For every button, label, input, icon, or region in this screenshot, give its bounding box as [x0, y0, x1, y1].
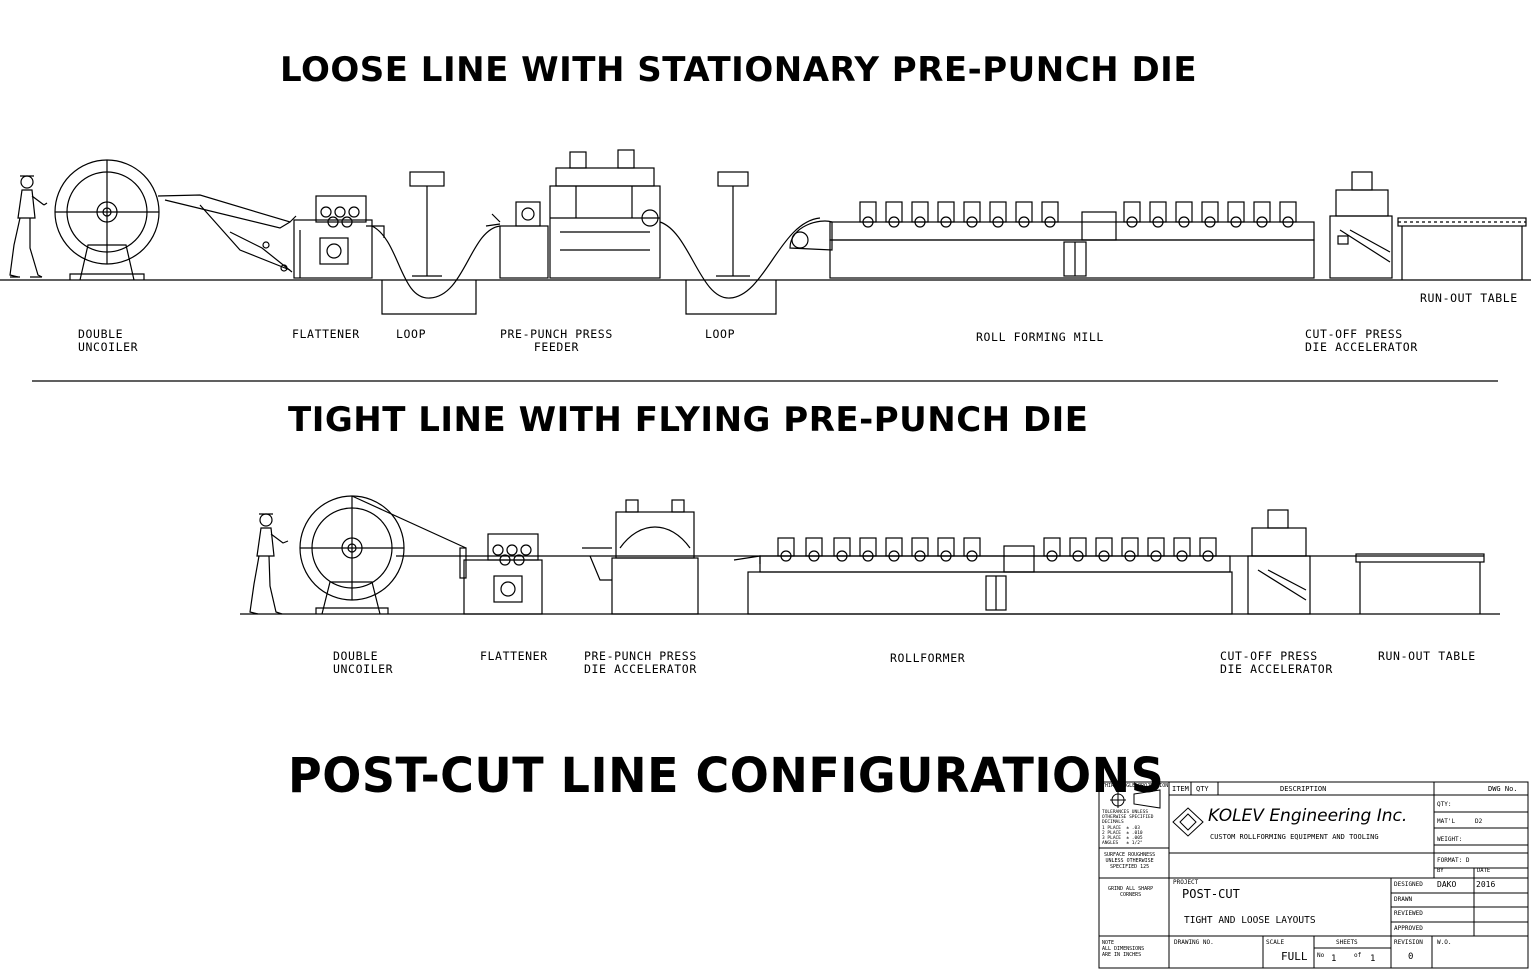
flattener-machine — [459, 533, 543, 615]
tb-item: ITEM — [1172, 785, 1189, 793]
tb-sheet-total: 1 — [1370, 954, 1376, 964]
tb-grind: GRIND ALL SHARP CORNERS — [1108, 886, 1154, 898]
tb-description: DESCRIPTION — [1280, 785, 1327, 793]
tb-qty-label: QTY: — [1437, 801, 1452, 808]
label-loop-1: LOOP — [396, 327, 427, 341]
label-prepunch-accelerator: PRE-PUNCH PRESS DIE ACCELERATOR — [584, 649, 697, 676]
tight-line-title: TIGHT LINE WITH FLYING PRE-PUNCH DIE — [288, 400, 1089, 440]
tb-revision: REVISION — [1394, 939, 1423, 946]
tb-designed-by: DAKO — [1437, 880, 1457, 889]
tb-drawing-title: TIGHT AND LOOSE LAYOUTS — [1184, 915, 1316, 926]
tb-of: of — [1354, 952, 1362, 959]
loose-line-title: LOOSE LINE WITH STATIONARY PRE-PUNCH DIE — [280, 50, 1198, 90]
title-block-frame — [1098, 781, 1529, 969]
tb-drawing-no: DRAWING NO. — [1174, 939, 1214, 946]
tb-designed: DESIGNED — [1394, 881, 1423, 888]
prepunch-press-feeder-machine — [485, 149, 661, 279]
operator-figure — [249, 513, 289, 615]
cutoff-press-machine — [1247, 509, 1311, 615]
tb-note: NOTE ALL DIMENSIONS ARE IN INCHES — [1102, 940, 1145, 958]
tb-designed-date: 2016 — [1476, 880, 1496, 889]
tb-wo: W.O. — [1437, 939, 1452, 946]
operator-figure — [9, 175, 48, 278]
label-double-uncoiler-tight: DOUBLE UNCOILER — [333, 649, 394, 676]
roll-forming-mill-machine — [789, 201, 1315, 279]
tb-revision-value: 0 — [1408, 952, 1414, 962]
tb-format: FORMAT: D — [1437, 857, 1470, 864]
label-cutoff-tight: CUT-OFF PRESS DIE ACCELERATOR — [1220, 649, 1333, 676]
cutoff-press-machine — [1329, 171, 1393, 279]
runout-table — [1355, 553, 1485, 614]
label-prepunch-feeder: PRE-PUNCH PRESS FEEDER — [500, 327, 613, 354]
tb-no: No — [1317, 952, 1325, 959]
mill-stands — [859, 201, 1297, 228]
rollformer-stands — [777, 537, 1217, 562]
tb-scale-value: FULL — [1281, 950, 1308, 963]
label-rollformer: ROLLFORMER — [890, 651, 966, 665]
tb-project-label: PROJECT — [1173, 879, 1199, 886]
label-flattener-tight: FLATTENER — [480, 649, 548, 663]
prepunch-press-accelerator-machine — [582, 499, 699, 615]
tb-company-name: KOLEV Engineering Inc. — [1208, 806, 1408, 826]
label-flattener-loose: FLATTENER — [292, 327, 360, 341]
label-roll-forming-mill: ROLL FORMING MILL — [976, 330, 1104, 344]
rollformer-machine — [733, 537, 1233, 615]
tb-sheet-no: 1 — [1331, 954, 1337, 964]
tb-scale: SCALE — [1266, 939, 1285, 946]
label-loop-2: LOOP — [705, 327, 736, 341]
label-cutoff-loose: CUT-OFF PRESS DIE ACCELERATOR — [1305, 327, 1418, 354]
loop-pit-1 — [371, 171, 501, 315]
tb-sheets: SHEETS — [1336, 939, 1358, 946]
tb-tolerances: TOLERANCES UNLESS OTHERWISE SPECIFIED DE… — [1102, 810, 1154, 847]
tb-surface: SURFACE ROUGHNESS UNLESS OTHERWISE SPECI… — [1104, 852, 1156, 870]
loose-line — [0, 149, 1531, 315]
double-uncoiler-machine — [54, 159, 160, 281]
double-uncoiler-machine — [299, 495, 467, 615]
label-runout-loose: RUN-OUT TABLE — [1420, 291, 1518, 305]
kolev-logo-mark — [1172, 807, 1204, 837]
tb-dwg-no: DWG No. — [1488, 785, 1518, 793]
tb-by: BY — [1437, 868, 1444, 874]
runout-table — [1397, 217, 1527, 280]
label-double-uncoiler-loose: DOUBLE UNCOILER — [78, 327, 139, 354]
tb-drawn: DRAWN — [1394, 896, 1413, 903]
tb-tagline: CUSTOM ROLLFORMING EQUIPMENT AND TOOLING — [1210, 833, 1379, 841]
tb-approved: APPROVED — [1394, 925, 1423, 932]
tb-weight-label: WEIGHT: — [1437, 836, 1463, 843]
entry-table — [157, 194, 297, 273]
tb-project-value: POST-CUT — [1182, 887, 1240, 901]
tb-date: DATE — [1477, 868, 1491, 874]
tb-reviewed: REVIEWED — [1394, 910, 1423, 917]
tb-matl-value: D2 — [1475, 818, 1483, 825]
main-title: POST-CUT LINE CONFIGURATIONS — [288, 746, 1165, 804]
tight-line — [240, 495, 1500, 615]
tb-qty: QTY — [1196, 785, 1209, 793]
label-runout-tight: RUN-OUT TABLE — [1378, 649, 1476, 663]
loop-pit-2 — [659, 171, 821, 315]
tb-matl-label: MAT'L — [1437, 818, 1456, 825]
flattener-machine — [293, 195, 385, 279]
tb-projection: THIRD ANGLE PROJECTION — [1102, 783, 1169, 789]
